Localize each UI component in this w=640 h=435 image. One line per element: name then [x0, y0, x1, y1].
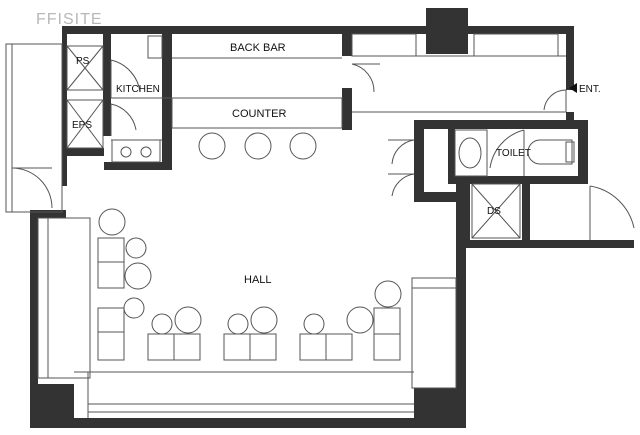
ps-shaft: [66, 45, 104, 91]
shelf-1: [351, 33, 417, 57]
label-eps: EPS: [72, 120, 92, 131]
stool-2: [244, 132, 272, 160]
column-bottom-right: [414, 388, 458, 428]
sink-counter: [454, 129, 488, 177]
label-ds: DS: [487, 206, 501, 217]
toilet-door-left: [388, 139, 415, 165]
burner-2: [140, 146, 152, 158]
label-kitchen: KITCHEN: [116, 84, 160, 95]
wall-ds-bottom: [464, 240, 634, 248]
wall-toilet-top: [414, 120, 588, 129]
wall-shaft-bottom: [62, 148, 104, 156]
walls: [30, 8, 634, 428]
entrance-door: [543, 89, 567, 112]
table-l1: [97, 237, 125, 263]
wall-toilet-mid: [448, 128, 455, 180]
table-b5: [299, 333, 327, 361]
kitchen-shelf: [147, 35, 163, 59]
table-l3: [97, 307, 125, 333]
bench-right: [411, 277, 457, 389]
stove: [111, 139, 161, 163]
chair-b6: [346, 306, 374, 334]
chair-b7: [374, 280, 402, 308]
balcony: [5, 43, 63, 213]
eps-door: [110, 103, 137, 136]
corridor-door: [351, 63, 380, 93]
table-l4: [97, 331, 125, 361]
label-back-bar: BACK BAR: [230, 42, 286, 54]
label-ps: PS: [76, 56, 90, 67]
ds-door: [589, 185, 635, 240]
eps-shaft: [66, 99, 104, 149]
wall-bottom: [30, 418, 458, 428]
wall-hall-right: [456, 180, 466, 428]
table-l2: [97, 261, 125, 289]
stool-3: [289, 132, 317, 160]
eps-cross: [66, 99, 104, 149]
kitchen-door: [110, 59, 141, 98]
table-b1: [147, 333, 175, 361]
chair-l1: [98, 208, 126, 236]
watermark: FFISITE: [36, 11, 103, 28]
door-left: [11, 167, 53, 209]
ps-cross: [66, 45, 104, 91]
shelf-2: [473, 33, 559, 57]
pier-back-bar: [342, 34, 352, 56]
wall-toilet-left: [414, 120, 424, 202]
table-b8: [373, 333, 401, 361]
wall-left: [30, 212, 38, 422]
wall-toilet-right: [578, 120, 588, 180]
wall-toilet-bottom: [448, 176, 588, 184]
sink: [458, 137, 482, 169]
chair-l2: [125, 237, 147, 259]
table-b7: [373, 307, 401, 335]
wall-top: [62, 26, 426, 34]
wall-top-right: [468, 26, 574, 34]
wall-left-stub: [30, 210, 66, 218]
toilet-door-left-2: [388, 173, 415, 197]
toilet-tank: [565, 141, 575, 163]
chair-l3: [124, 262, 152, 290]
table-b4: [249, 333, 277, 361]
chair-b5: [303, 313, 325, 335]
label-hall: HALL: [244, 274, 272, 286]
label-toilet: TOILET: [496, 148, 531, 159]
wall-ds-right: [522, 180, 530, 244]
wall-right-mid: [566, 112, 574, 126]
chair-l4: [123, 297, 145, 319]
column-top-right: [426, 8, 468, 54]
bench-left: [37, 217, 91, 379]
entrance-arrow-icon: [569, 83, 577, 93]
chair-b3: [227, 313, 249, 335]
toilet-door: [489, 129, 525, 176]
wall-kitchen-left: [62, 26, 67, 186]
ds-cross: [471, 183, 521, 239]
label-counter: COUNTER: [232, 108, 286, 120]
table-b2: [173, 333, 201, 361]
pier-counter: [342, 88, 352, 130]
chair-b4: [250, 306, 278, 334]
toilet-bowl: [527, 139, 573, 165]
wall-right-upper: [566, 26, 574, 90]
table-b6: [325, 333, 353, 361]
wall-toilet-bottom-left: [414, 192, 456, 202]
table-b3: [223, 333, 251, 361]
wall-shaft-right: [103, 26, 111, 136]
ds-shaft: [471, 183, 521, 239]
chair-b2: [174, 306, 202, 334]
wall-ds-left: [464, 184, 470, 244]
chair-b1: [151, 313, 173, 335]
burner-1: [120, 146, 132, 158]
stool-1: [198, 132, 226, 160]
label-entrance: ENT.: [579, 84, 601, 95]
wall-kitchen-bottom: [104, 162, 172, 170]
linework: [5, 33, 635, 418]
